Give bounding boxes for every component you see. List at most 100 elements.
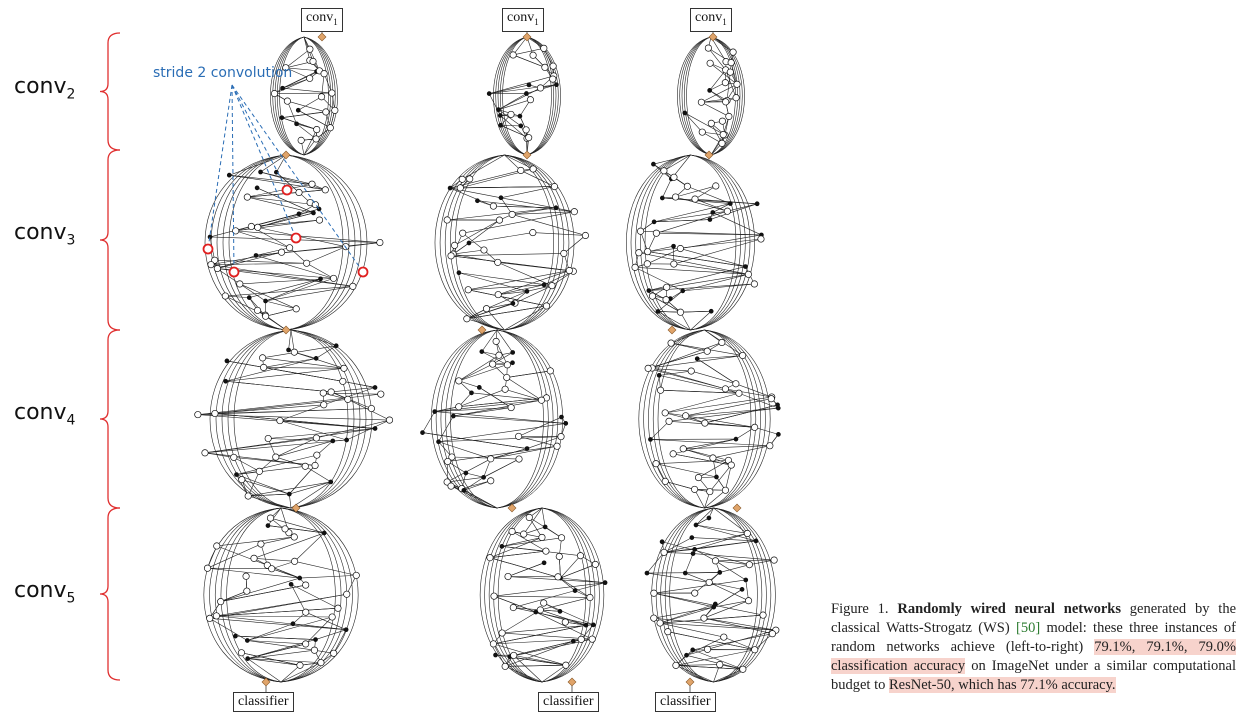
edge: [500, 197, 575, 212]
node: [286, 491, 292, 497]
edge: [655, 463, 717, 478]
node: [507, 404, 515, 412]
node: [661, 409, 669, 417]
edge: [453, 415, 566, 424]
edge: [574, 582, 606, 591]
edge: [299, 575, 357, 579]
edge: [255, 255, 334, 279]
node: [246, 295, 252, 300]
edge: [659, 370, 692, 376]
edge: [501, 537, 562, 547]
edge: [458, 272, 528, 292]
node: [486, 554, 494, 562]
edge: [451, 456, 520, 460]
node: [321, 186, 329, 194]
edge: [498, 270, 570, 295]
edge: [466, 318, 505, 331]
edge: [695, 507, 714, 526]
node: [542, 547, 550, 555]
node: [490, 592, 498, 600]
edge: [713, 507, 767, 683]
classifier-label-net1: classifier: [233, 692, 294, 712]
edge: [693, 553, 775, 561]
node: [230, 453, 238, 461]
node: [320, 401, 328, 409]
edge: [735, 383, 772, 398]
aggregator-node: [522, 32, 532, 42]
edge: [735, 427, 755, 440]
edge: [276, 154, 287, 173]
node: [751, 423, 759, 431]
edge: [512, 211, 575, 215]
edge: [438, 436, 562, 443]
node: [706, 515, 712, 521]
node: [684, 652, 689, 658]
edge: [498, 99, 531, 110]
node: [553, 442, 561, 450]
node: [700, 614, 708, 622]
node: [447, 482, 455, 490]
node: [310, 646, 319, 654]
edge: [294, 351, 345, 369]
node: [290, 621, 296, 627]
edge: [481, 329, 498, 352]
node: [718, 338, 726, 347]
node: [509, 604, 517, 612]
node: [320, 70, 328, 78]
node: [733, 80, 741, 88]
edge: [207, 567, 272, 570]
edge: [754, 427, 779, 435]
edge: [489, 557, 561, 579]
edge: [197, 404, 324, 415]
edge: [505, 388, 542, 401]
node: [313, 451, 321, 459]
edge: [233, 457, 316, 466]
edge: [434, 407, 512, 412]
node: [211, 409, 219, 418]
node: [549, 62, 557, 70]
edge: [422, 411, 435, 433]
edge: [270, 517, 325, 534]
edge: [501, 537, 543, 547]
edge: [704, 329, 752, 509]
edge: [447, 461, 467, 474]
edge: [306, 246, 346, 264]
edge: [477, 200, 575, 212]
edge: [505, 666, 543, 683]
node: [466, 240, 472, 246]
edge: [650, 421, 670, 440]
edge: [214, 259, 307, 264]
node: [663, 283, 671, 291]
edge: [323, 392, 348, 400]
edge: [684, 112, 726, 136]
edge: [725, 465, 732, 491]
edge: [290, 584, 307, 613]
node: [570, 638, 576, 644]
node: [313, 126, 321, 134]
edge: [659, 622, 724, 638]
edge: [713, 589, 743, 608]
input-label-net1: conv1: [301, 8, 343, 32]
edge: [695, 524, 748, 534]
edge: [663, 154, 691, 172]
aggregator-node: [732, 503, 742, 513]
caption-text-3: on ImageNet under a similar computationa…: [831, 658, 1236, 693]
caption-text-1: generated by the classical Watts-Strogat…: [831, 601, 1237, 636]
node: [549, 75, 557, 83]
edge: [225, 295, 250, 298]
edge: [210, 262, 307, 265]
edge: [690, 154, 751, 331]
node: [529, 229, 537, 237]
edge: [263, 367, 343, 382]
edge: [691, 537, 756, 542]
edge: [462, 232, 485, 251]
edge: [675, 665, 743, 670]
edge: [673, 453, 732, 466]
node: [541, 282, 547, 288]
node: [482, 305, 491, 313]
stage-label-conv5: conv5: [14, 578, 76, 607]
edge: [466, 308, 487, 320]
edge: [247, 649, 315, 659]
aggregator-node: [281, 325, 291, 335]
edge: [306, 262, 334, 279]
